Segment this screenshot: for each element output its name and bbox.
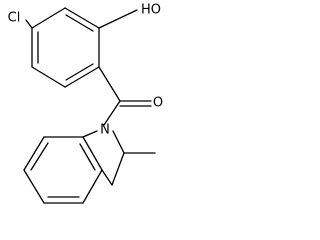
chemical-structure-diagram: Cl HO O N	[8, 3, 163, 204]
bond	[101, 169, 113, 186]
bond	[23, 136, 45, 171]
bond	[111, 152, 125, 186]
atom-label-carbonyl-oxygen: O	[153, 96, 163, 111]
bond	[23, 169, 45, 204]
bond	[64, 66, 100, 88]
atom-label-hydroxyl: HO	[141, 3, 161, 18]
atom-label-nitrogen: N	[100, 123, 110, 138]
bond	[31, 66, 66, 88]
chlorophenol-ring	[31, 7, 100, 88]
bond	[82, 130, 98, 138]
bond	[64, 7, 100, 29]
bond-c-cl	[25, 19, 33, 29]
bond-c-oh	[98, 9, 138, 29]
bond	[112, 130, 125, 154]
bond	[30, 142, 49, 171]
bond	[65, 14, 94, 32]
atom-label-chlorine: Cl	[8, 11, 21, 26]
bond	[79, 143, 96, 171]
bond	[31, 7, 66, 29]
bond	[82, 169, 103, 204]
bond	[98, 66, 121, 102]
bond-c-n	[103, 100, 121, 126]
bond	[65, 63, 94, 81]
indoline-benzene-ring	[23, 136, 103, 204]
bond	[82, 136, 103, 171]
